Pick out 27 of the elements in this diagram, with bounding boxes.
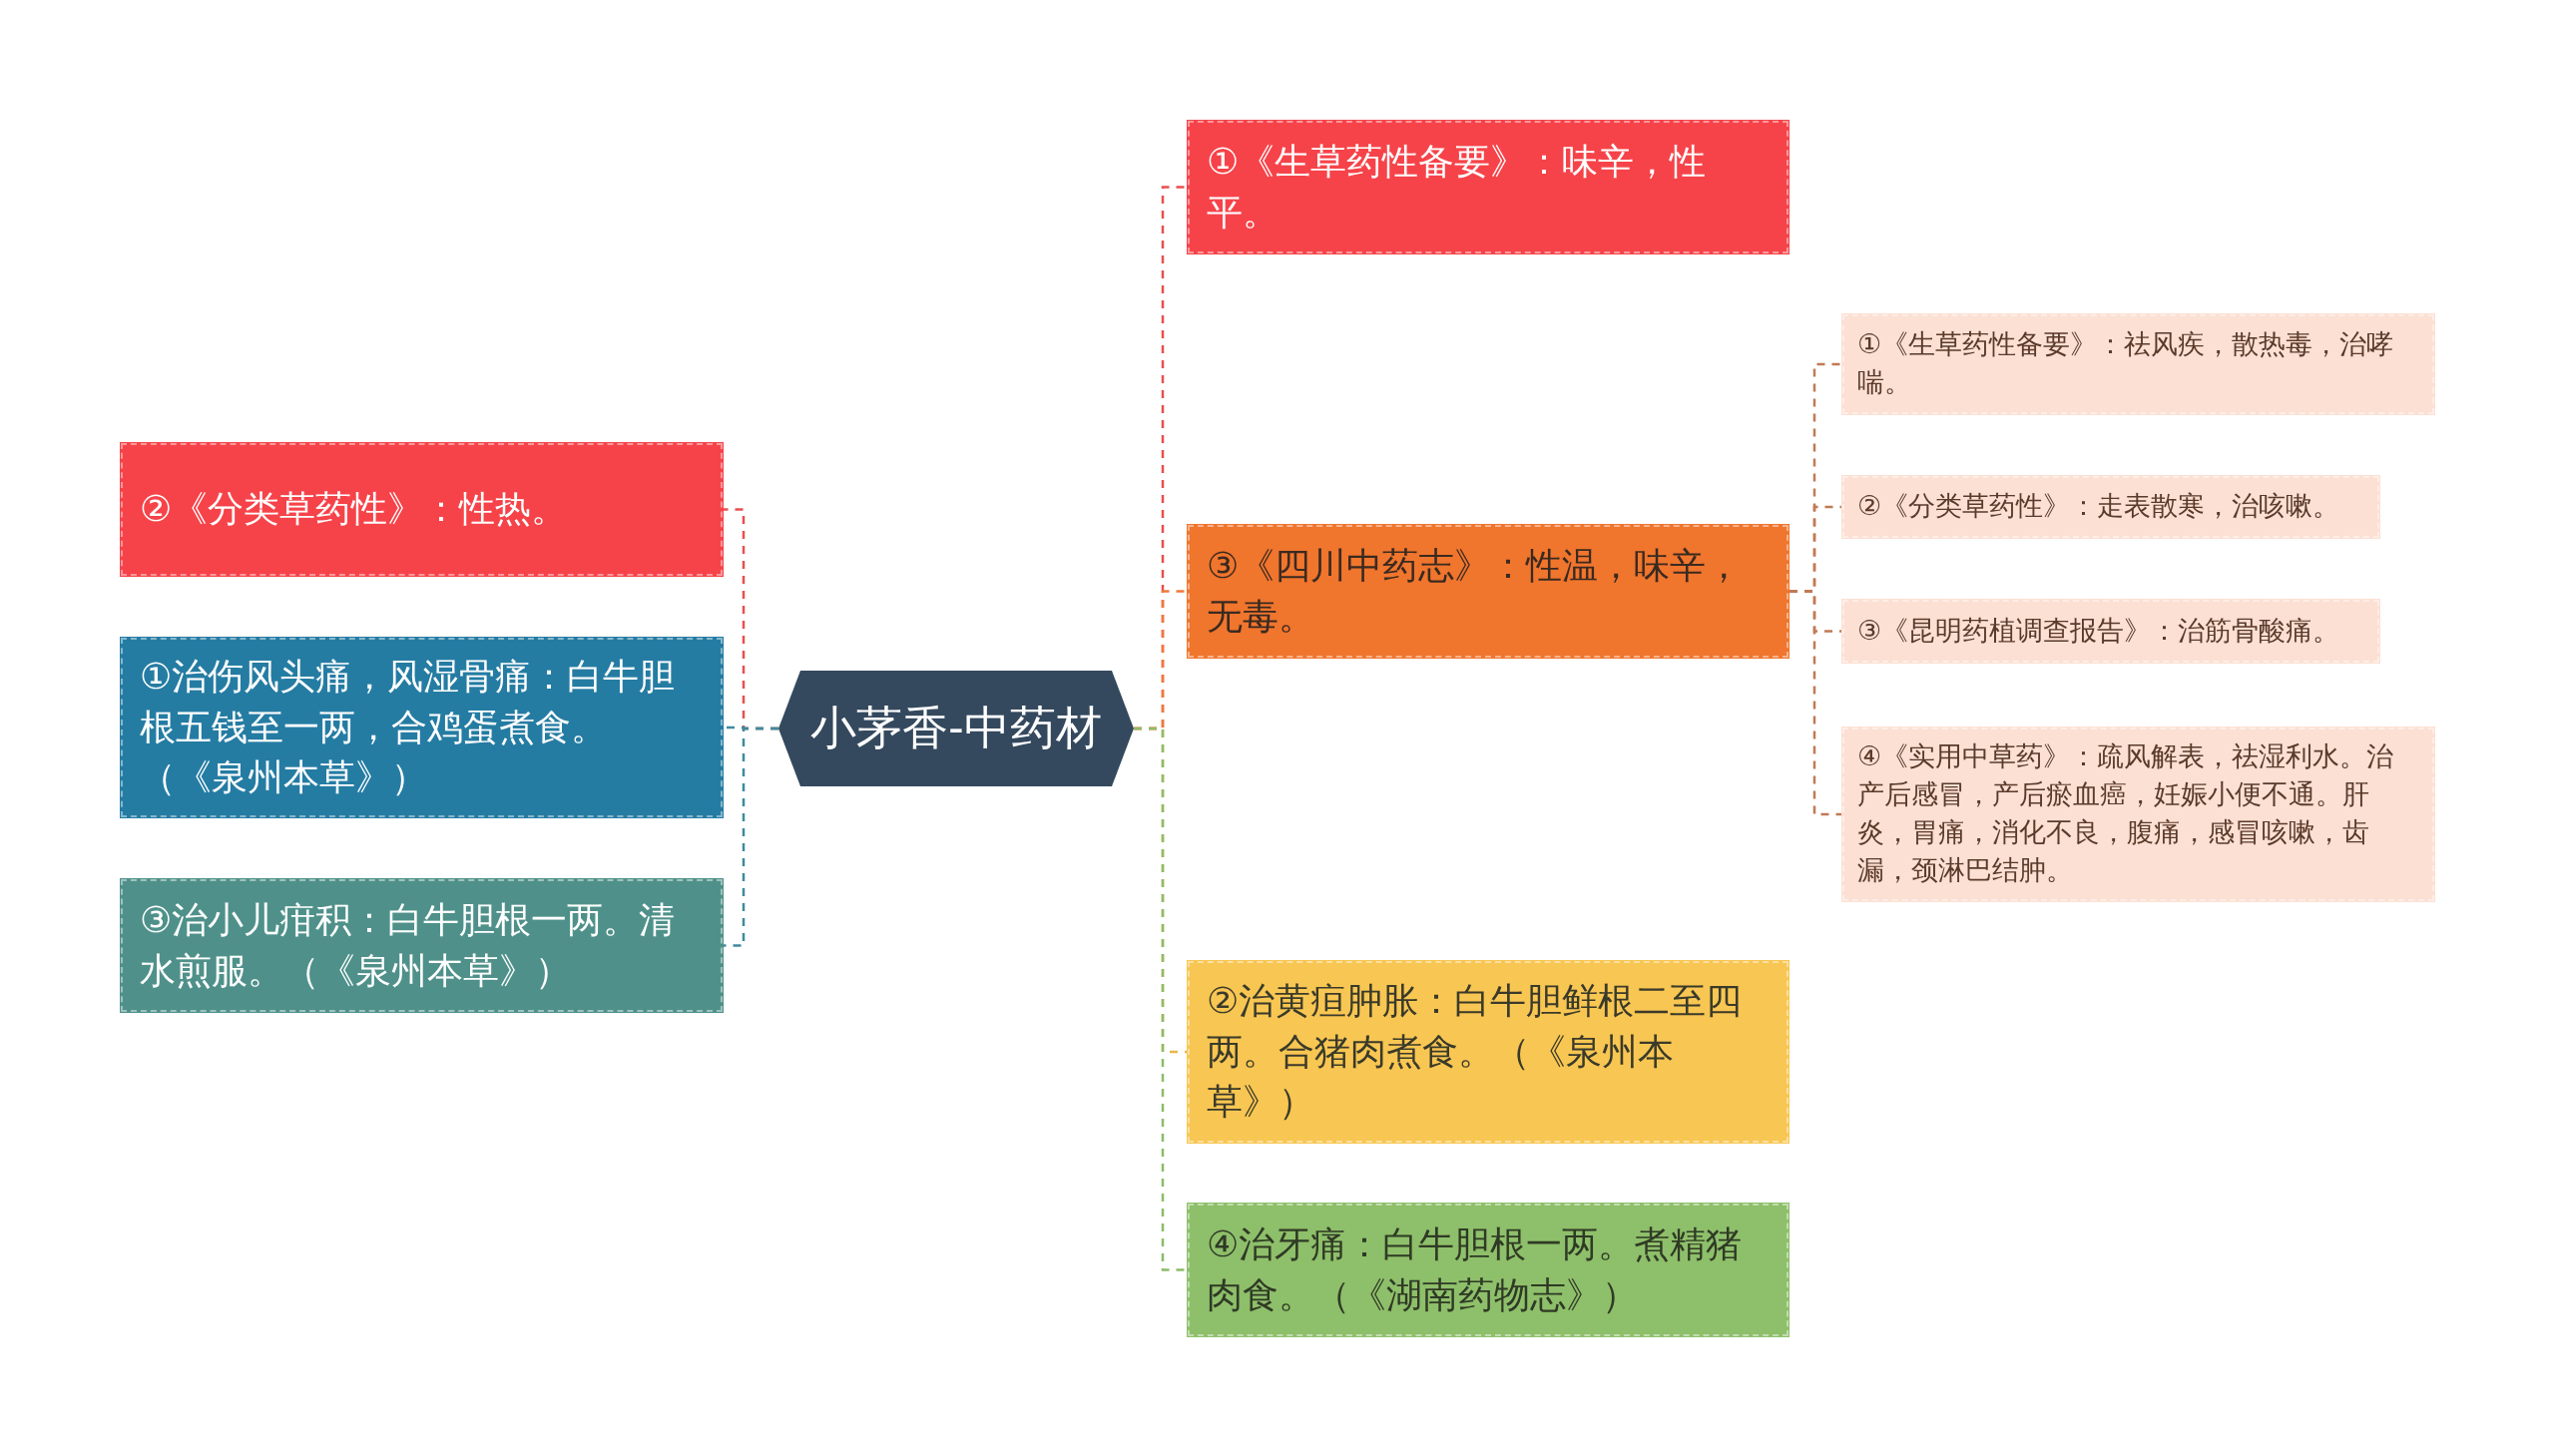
connector-line: [1789, 590, 1841, 816]
topic-text: ②《分类草药性》：走表散寒，治咳嗽。: [1857, 490, 2340, 524]
topic-text: ④《实用中草药》：疏风解表，祛湿利水。治产后感冒，产后瘀血癌，妊娠小便不通。肝炎，胃痛，消化不良，腹痛，感冒咳嗽，齿漏，颈淋巴结肿。: [1857, 740, 2395, 887]
connector-line: [724, 727, 778, 947]
topic-text: ①治伤风头痛，风湿骨痛：白牛胆根五钱至一两，合鸡蛋煮食。（《泉州本草》）: [140, 655, 677, 800]
topic-text: ③《昆明药植调查报告》：治筋骨酸痛。: [1857, 614, 2340, 648]
topic-box: [120, 637, 724, 818]
topic-text: ④治牙痛：白牛胆根一两。煮精猪肉食。（《湖南药物志》）: [1207, 1222, 1744, 1317]
topic-text: ③治小儿疳积：白牛胆根一两。清水煎服。（《泉州本草》）: [140, 898, 677, 993]
topic-box: [1841, 727, 2435, 902]
topic-box: [1187, 524, 1789, 659]
topic-text: ②治黄疸肿胀：白牛胆鲜根二至四两。合猪肉煮食。（《泉州本草》）: [1207, 979, 1744, 1125]
topic-text: ①《生草药性备要》：味辛，性平。: [1207, 140, 1708, 235]
topic-box: [120, 878, 724, 1013]
topic-box: [1841, 475, 2380, 539]
topic-text: ①《生草药性备要》：祛风疾，散热毒，治哮喘。: [1857, 328, 2395, 399]
topic-box: [120, 442, 724, 577]
topic-box: [1187, 120, 1789, 254]
connector-line: [1134, 727, 1187, 1271]
topic-box: [1841, 599, 2380, 664]
topic-text: ③《四川中药志》：性温，味辛，无毒。: [1207, 544, 1744, 639]
topic-box: [1187, 960, 1789, 1144]
topic-text: ②《分类草药性》：性热。: [140, 487, 568, 532]
topic-title: 小茅香-中药材: [810, 701, 1102, 755]
topic-hexagon: [778, 671, 1134, 786]
topic-box: [1841, 313, 2435, 415]
topic-box: [1187, 1203, 1789, 1337]
